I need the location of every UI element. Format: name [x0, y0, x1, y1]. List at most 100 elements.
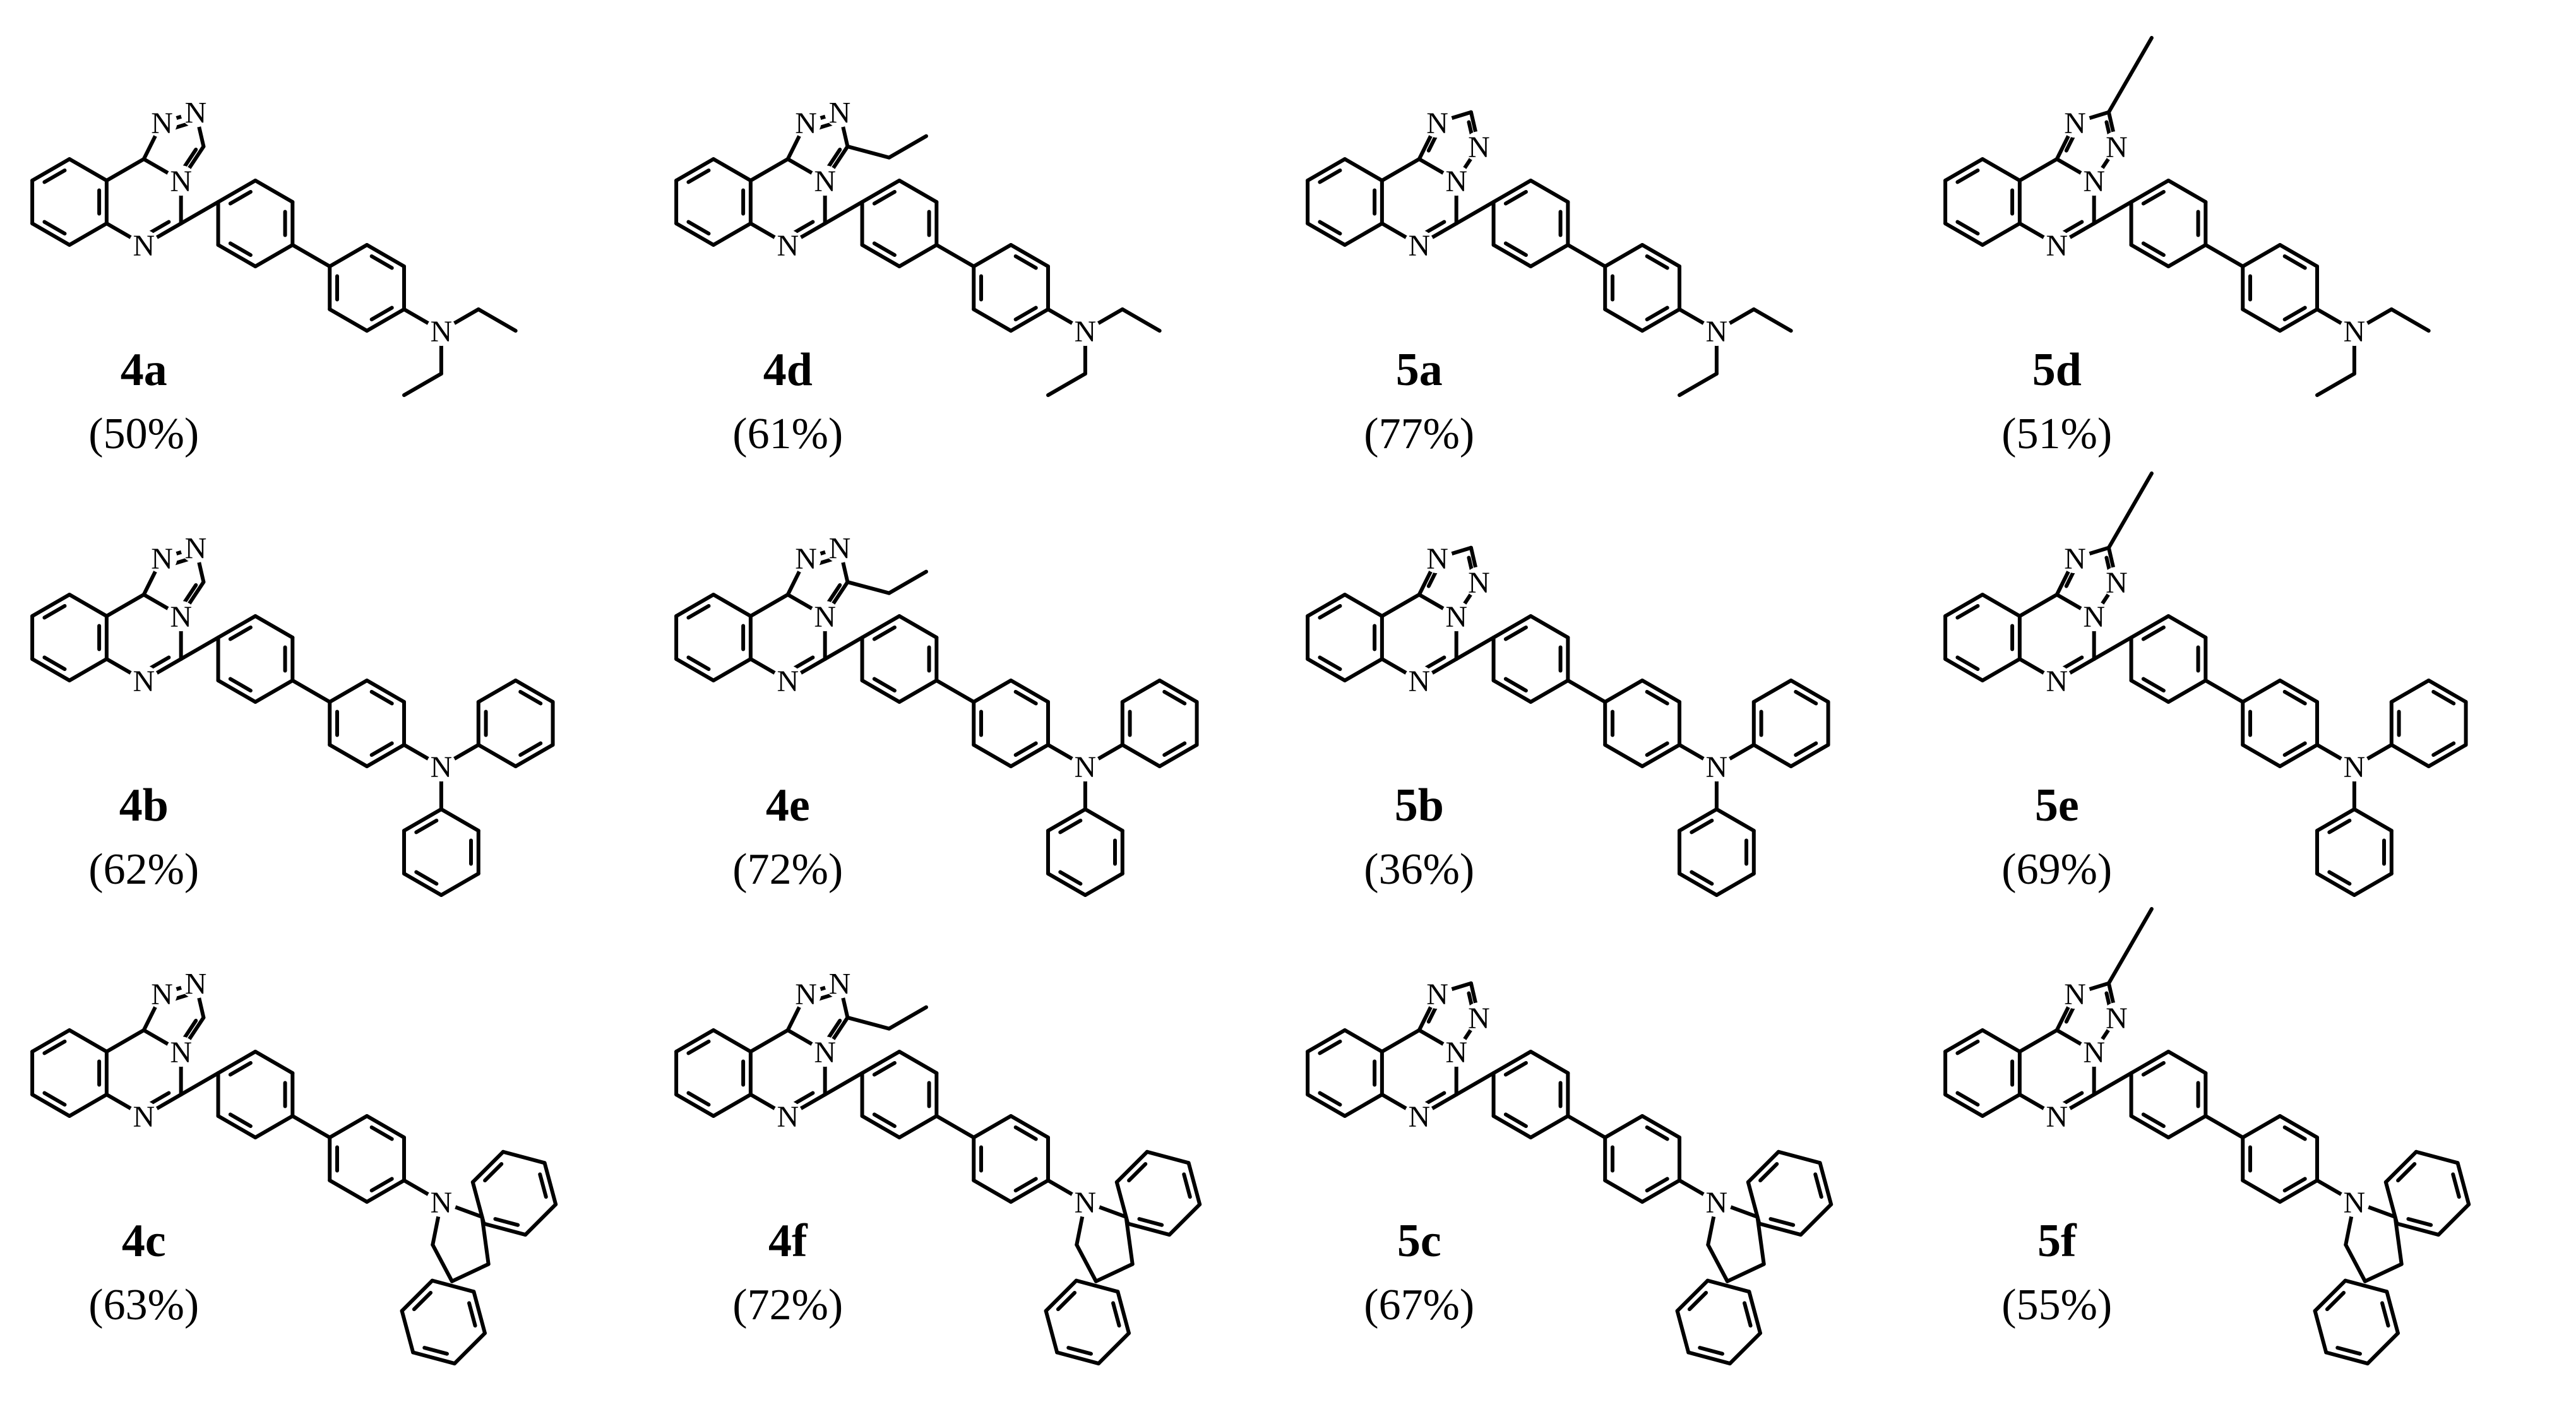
compound-yield: (55%) [2001, 1281, 2112, 1329]
phenyl-ring-bond [2166, 679, 2208, 704]
carbazole-ring-double-bond [1687, 1291, 1708, 1312]
atom-mask [809, 1036, 840, 1067]
carbazole-ring-bond [1096, 1331, 1131, 1366]
phenyl-ring-bond [253, 1114, 295, 1139]
carbazole-ring-bond [2313, 1309, 2329, 1355]
pyrimidine-double-bond [2060, 655, 2084, 672]
phenyl-ring-bond [1603, 1179, 1645, 1204]
nitrogen-atom-label: N [814, 600, 836, 634]
phenyl-ring-bond [972, 307, 1013, 333]
n-phenyl-ring-bond [2352, 807, 2394, 833]
phenyl-ring-bond [897, 614, 939, 639]
pyrimidine-double-bond [2060, 220, 2084, 236]
nitrogen-atom-label: N [829, 968, 851, 1001]
nitrogen-atom-label: N [1075, 1186, 1097, 1220]
phenyl-ring-bond [1009, 307, 1051, 333]
benzo-ring-bond [30, 1093, 71, 1118]
phenyl-ring-bond [328, 1114, 369, 1139]
nitrogen-atom-label: N [1445, 165, 1467, 198]
pyrimidine-bond [2017, 157, 2059, 182]
phenyl-ring-double-bond [1503, 241, 1528, 258]
pyrimidine-double-bond [1422, 1091, 1446, 1107]
carbazole-ring-double-bond [538, 1172, 548, 1199]
carbazole-ring-bond [1675, 1309, 1691, 1355]
phenyl-ring-bond [216, 1114, 258, 1139]
n-phenyl-ring-bond [1751, 743, 1793, 768]
atom-mask [1422, 543, 1453, 574]
phenyl-ring-double-bond [1645, 254, 1669, 270]
phenyl-ring-double-bond [228, 189, 253, 206]
ethyl-bond [887, 134, 929, 160]
phenyl-ring-bond [2129, 1114, 2171, 1139]
phenyl-ring-double-bond [2141, 625, 2166, 641]
phenyl-ring-bond [972, 679, 1013, 704]
aryl-link-bond [2092, 636, 2133, 661]
phenyl-ring-bond [328, 1179, 369, 1204]
atom-mask [1701, 1187, 1732, 1217]
benzo-ring-bond [30, 1028, 71, 1054]
nitrogen-atom-label: N [777, 665, 799, 698]
atom-mask [426, 751, 456, 781]
nitrogen-atom-label: N [2106, 131, 2128, 164]
phenyl-ring-double-bond [2282, 306, 2307, 322]
n-phenyl-ring-bond [1046, 872, 1087, 897]
benzo-ring-bond [1943, 657, 1984, 682]
carbazole-ring-bond [2324, 1350, 2370, 1366]
compound-yield: (63%) [88, 1281, 199, 1329]
n-phenyl-ring-bond [2426, 743, 2468, 768]
nitrogen-atom-label: N [1075, 751, 1097, 784]
compound-label: 5b [1395, 780, 1444, 831]
nitrogen-atom-label: N [795, 542, 817, 576]
atom-mask [790, 978, 821, 1009]
triazole-double-bond [825, 147, 842, 170]
nitrogen-atom-label: N [1468, 131, 1490, 164]
carbazole-ring-double-bond [1758, 1162, 1779, 1183]
n-phenyl-ring-bond [476, 679, 518, 704]
benzo-ring-bond [1981, 1028, 2022, 1054]
nitrogen-atom-label: N [2344, 315, 2366, 348]
atom-mask [1441, 165, 1472, 196]
phenyl-ring-bond [2166, 243, 2208, 268]
carbazole-ring-bond [470, 1149, 505, 1184]
phenyl-ring-double-bond [1645, 741, 1669, 757]
atom-mask [790, 543, 821, 574]
atom-mask [426, 1187, 456, 1217]
pyrrole-bond [2363, 1262, 2404, 1283]
phenyl-ring-bond [1640, 1179, 1682, 1204]
carbazole-ring-bond [1747, 1290, 1762, 1335]
phenyl-ring-bond [1491, 1050, 1533, 1075]
n-phenyl-ring-double-bond [2431, 689, 2456, 706]
phenyl-ring-bond [2278, 679, 2320, 704]
pyrrole-bond [1094, 1262, 1135, 1283]
phenyl-ring-double-bond [2141, 1060, 2166, 1077]
n-phenyl-ring-bond [2389, 743, 2431, 768]
carbazole-ring-double-bond [467, 1301, 477, 1328]
pyrimidine-double-bond [790, 655, 815, 672]
phenyl-ring-bond [1529, 614, 1570, 639]
nitrogen-atom-label: N [170, 600, 192, 634]
aryl-link-bond [823, 636, 864, 661]
atom-mask [165, 601, 196, 631]
phenyl-ring-bond [1009, 243, 1051, 268]
biaryl-bond [290, 1114, 332, 1139]
phenyl-ring-double-bond [1645, 1125, 1669, 1141]
phenyl-ring-double-bond [1645, 1177, 1669, 1193]
atom-mask [146, 978, 177, 1009]
benzo-ring-bond [1981, 1093, 2022, 1118]
phenyl-ring-bond [2278, 1179, 2320, 1204]
n-phenyl-ring-bond [2389, 679, 2431, 704]
carbazole-ring-bond [472, 1290, 487, 1335]
atom-mask [2060, 543, 2090, 574]
carbazole-ring-double-bond [1066, 1346, 1093, 1356]
n-phenyl-ring-double-bond [414, 818, 439, 834]
compound-label: 5f [2037, 1215, 2077, 1267]
phenyl-ring-double-bond [1503, 1112, 1528, 1129]
atom-mask [824, 532, 855, 563]
phenyl-ring-bond [1640, 1114, 1682, 1139]
nitrogen-atom-label: N [185, 968, 207, 1001]
phenyl-ring-double-bond [2282, 741, 2307, 757]
aryl-link-bond [2092, 1071, 2133, 1096]
carbazole-ring-double-bond [1111, 1301, 1121, 1328]
atom-mask [165, 1036, 196, 1067]
